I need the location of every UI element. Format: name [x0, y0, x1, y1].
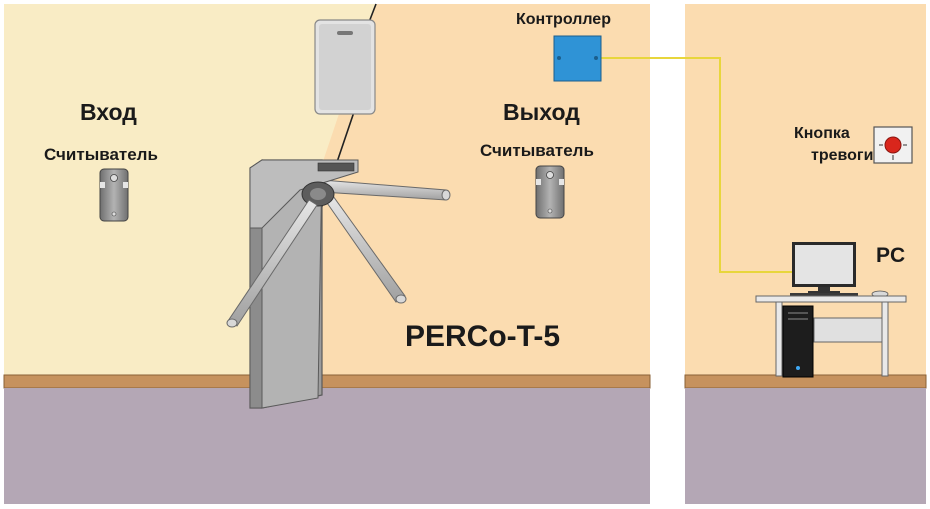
turnstile [226, 159, 451, 409]
desk [755, 295, 907, 377]
pc-label: PC [876, 244, 905, 267]
alarm-label-line1: Кнопка [794, 125, 850, 142]
turnstile-model-label: PERCo-T-5 [405, 320, 560, 353]
monitor-icon [792, 242, 856, 294]
turnstile-bar-left [226, 199, 318, 328]
controller-cable [600, 57, 792, 273]
alarm-label-line2: тревоги [811, 147, 873, 164]
controller-box-icon [553, 35, 602, 82]
entry-reader-label: Считыватель [44, 145, 158, 164]
pc-tower-icon [782, 305, 814, 378]
pc-workstation [755, 242, 907, 378]
exit-reader-icon [535, 165, 565, 219]
exit-label: Выход [503, 99, 580, 125]
entry-reader-icon [99, 168, 129, 222]
keyboard-icon [790, 293, 858, 297]
floor [4, 388, 650, 504]
entry-wall [4, 4, 376, 378]
right-floor [685, 388, 926, 504]
controller-label: Контроллер [516, 11, 611, 28]
access-card-icon [314, 19, 376, 115]
alarm-button-icon [873, 126, 913, 164]
turnstile-head [249, 159, 359, 229]
baseboard [3, 374, 651, 389]
entry-label: Вход [80, 99, 137, 125]
exit-reader-label: Считыватель [480, 141, 594, 160]
right-room [684, 4, 927, 504]
